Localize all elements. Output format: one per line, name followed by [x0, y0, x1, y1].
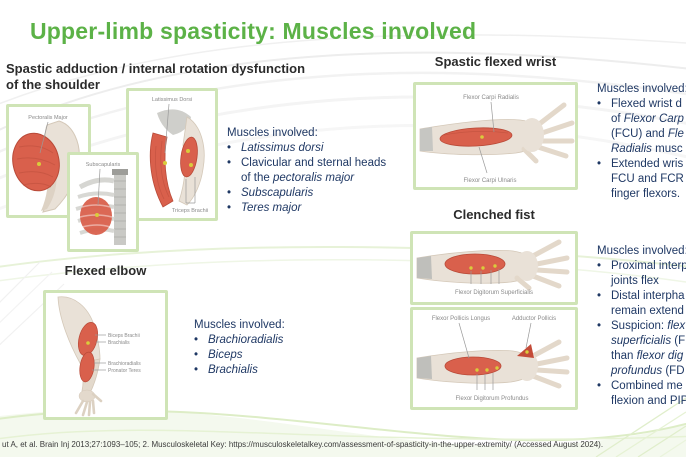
muscle-list-line: •Latissimus dorsi — [227, 142, 324, 154]
muscle-list-line: •Biceps — [194, 349, 243, 361]
muscle-list-line: flexion and PIP — [611, 395, 686, 407]
fist-muscles-block: Muscles involved: •Proximal interp joints… — [597, 244, 686, 409]
muscle-list-line: •Brachioradialis — [194, 334, 284, 346]
muscle-list-line: finger flexors. — [611, 188, 681, 200]
brachioradialis-label: Brachioradialis — [108, 361, 141, 367]
flexed-elbow-illustration: Biceps Brachii Brachialis Brachioradiali… — [57, 296, 141, 417]
muscle-list-line: FCU and FCR — [611, 173, 684, 185]
triceps-brachii-label: Triceps Brachii — [172, 208, 208, 214]
muscle-list-line: •Proximal interp — [597, 260, 686, 272]
flexor-carpi-ulnaris-label: Flexor Carpi Ulnaris — [463, 178, 516, 184]
elbow-muscles-list: •Brachioradialis •Biceps •Brachialis — [194, 333, 344, 378]
muscle-list-line: •Teres major — [227, 202, 302, 214]
shoulder-section-heading: Spastic adduction / internal rotation dy… — [6, 61, 305, 93]
page-title: Upper-limb spasticity: Muscles involved — [30, 18, 477, 44]
flexor-carpi-radialis-label: Flexor Carpi Radialis — [463, 95, 519, 101]
muscle-list-line: Radialis musc — [611, 143, 683, 155]
flexor-pollicis-longus-label: Flexor Pollicis Longus — [432, 316, 490, 322]
muscle-list-line: •Extended wris — [597, 158, 684, 170]
shoulder-muscles-header: Muscles involved: — [227, 127, 318, 139]
pectoralis-major-illustration: Pectoralis Major — [12, 115, 80, 213]
card-clenched-fist-profundus: Flexor Pollicis Longus Adductor Pollicis… — [410, 307, 578, 410]
flexed-wrist-illustration: Flexor Carpi Radialis Flexor Carpi Ulnar… — [419, 95, 575, 184]
muscle-list-line: of Flexor Carp — [611, 113, 684, 125]
shoulder-muscles-block: Muscles involved: •Latissimus dorsi •Clav… — [227, 126, 427, 216]
fist-muscles-header: Muscles involved: — [597, 245, 686, 257]
shoulder-muscles-list: •Latissimus dorsi •Clavicular and sternal… — [227, 141, 427, 216]
wrist-muscles-list: •Flexed wrist d of Flexor Carp (FCU) and F… — [597, 97, 686, 202]
muscle-list-line: •Brachialis — [194, 364, 258, 376]
wrist-muscles-header: Muscles involved: — [597, 83, 686, 95]
flexor-digitorum-superficialis-illustration: Flexor Digitorum Superficialis — [416, 239, 570, 296]
shoulder-heading-line2: of the shoulder — [6, 77, 100, 92]
footer-citation: ut A, et al. Brain Inj 2013;27:1093–105;… — [2, 440, 604, 449]
card-latissimus-dorsi: Latissimus Dorsi Triceps Brachii — [126, 88, 218, 221]
flexor-digitorum-superficialis-label: Flexor Digitorum Superficialis — [455, 290, 533, 296]
flexor-digitorum-profundus-illustration: Flexor Pollicis Longus Adductor Pollicis… — [416, 316, 570, 402]
muscle-list-line: •Suspicion: flex — [597, 320, 686, 332]
muscle-list-line: •Clavicular and sternal heads — [227, 157, 387, 169]
subscapularis-label: Subscapularis — [86, 162, 121, 168]
fist-muscles-list: •Proximal interp joints flex •Distal inter… — [597, 259, 686, 409]
muscle-list-line: profundus (FD — [611, 365, 685, 377]
muscle-list-line: •Combined me — [597, 380, 683, 392]
muscle-list-line: joints flex — [611, 275, 659, 287]
muscle-list-line: (FCU) and Fle — [611, 128, 684, 140]
adductor-pollicis-label: Adductor Pollicis — [512, 316, 556, 322]
muscle-list-line: of the pectoralis major — [241, 172, 355, 184]
wrist-section-heading: Spastic flexed wrist — [434, 54, 557, 69]
latissimus-dorsi-illustration: Latissimus Dorsi Triceps Brachii — [149, 97, 208, 214]
wrist-muscles-block: Muscles involved: •Flexed wrist d of Flex… — [597, 82, 686, 202]
card-clenched-fist-superficialis: Flexor Digitorum Superficialis — [410, 231, 578, 305]
muscle-list-line: •Distal interpha — [597, 290, 685, 302]
card-subscapularis: Subscapularis — [67, 152, 139, 252]
pectoralis-major-label: Pectoralis Major — [28, 115, 68, 121]
elbow-section-heading: Flexed elbow — [64, 263, 147, 278]
shoulder-heading-line1: Spastic adduction / internal rotation dy… — [6, 61, 306, 76]
elbow-muscles-header: Muscles involved: — [194, 319, 285, 331]
muscle-list-line: •Flexed wrist d — [597, 98, 682, 110]
muscle-list-line: remain extend — [611, 305, 684, 317]
latissimus-dorsi-label: Latissimus Dorsi — [152, 97, 192, 103]
subscapularis-illustration: Subscapularis — [75, 162, 128, 245]
fist-section-heading: Clenched fist — [453, 207, 535, 222]
muscle-list-line: than flexor dig — [611, 350, 684, 362]
card-flexed-elbow: Biceps Brachii Brachialis Brachioradiali… — [43, 290, 168, 420]
flexor-digitorum-profundus-label: Flexor Digitorum Profundus — [455, 396, 528, 402]
card-spastic-flexed-wrist: Flexor Carpi Radialis Flexor Carpi Ulnar… — [413, 82, 578, 190]
muscle-list-line: superficialis (F — [611, 335, 686, 347]
biceps-brachii-label: Biceps Brachii — [108, 333, 140, 339]
elbow-muscles-block: Muscles involved: •Brachioradialis •Bicep… — [194, 318, 344, 378]
muscle-list-line: •Subscapularis — [227, 187, 314, 199]
brachialis-label: Brachialis — [108, 340, 130, 346]
pronator-teres-label: Pronator Teres — [108, 368, 141, 374]
